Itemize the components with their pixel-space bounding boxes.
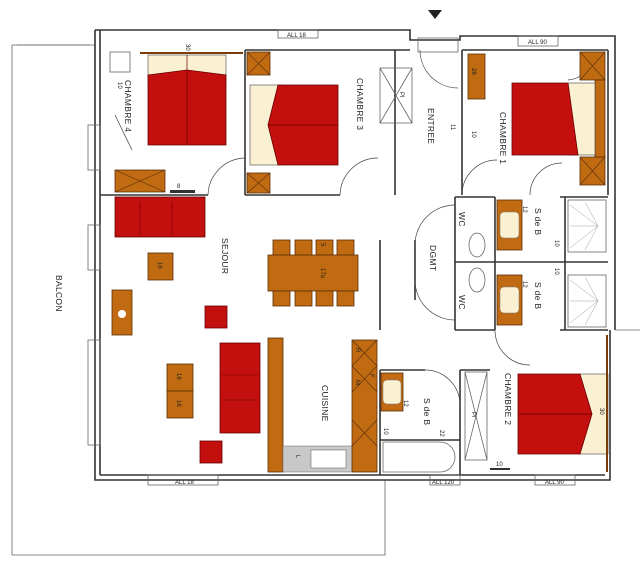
shower [567,199,607,253]
sink [382,379,402,405]
room-label: S de B [533,282,543,309]
bathtub [382,441,456,473]
dimension-label: 12 [402,400,408,407]
dimension-label: 10 [470,131,476,138]
dining-set: 17a 5 [267,239,359,307]
kitchen-island [267,337,284,473]
balcony [11,44,386,556]
chair [294,239,313,256]
dimension-label: 10 [553,268,559,275]
pouf [204,305,228,329]
kitchen-column [351,339,378,473]
window-top-right [517,35,559,47]
dimension-label: 10 [382,428,388,435]
chair [272,290,291,307]
window-bottom-right [534,474,576,486]
chair [272,239,291,256]
room-chambre-3: CHAMBRE 3 Pl [246,51,413,194]
chair [336,290,355,307]
dimension-label: 8 [177,184,181,190]
room-label: S de B [422,398,432,425]
room-cuisine: CUISINE L R F M [267,337,378,473]
chair [315,290,334,307]
coffee-table [166,390,194,419]
room-label: BALCON [54,275,64,312]
appliance-label: M [354,380,360,385]
room-sdb-3: 12 10 S de B 22 [380,372,456,473]
dimension-label: 28 [470,68,476,75]
window-label: ALL 90 [528,40,547,46]
room-label: SEJOUR [220,238,230,274]
dimension-label: 5 [319,243,325,247]
dimension-label: 11 [449,124,455,131]
chair [294,290,313,307]
room-sejour: SEJOUR BALCON 16 17a 5 16 16 [54,196,359,464]
room-label: DGMT [428,245,438,271]
window-top-left [277,29,319,39]
window-label: ALL 18 [287,33,306,39]
tv-icon [118,310,126,318]
dimension-label: 17a [319,268,325,279]
appliance-label: R [354,348,360,353]
closet [464,371,488,461]
dimension-label: 16 [175,400,181,407]
chair [336,239,355,256]
room-chambre-1: 28 CHAMBRE 1 [467,51,606,186]
dimension-label: 10 [496,462,503,468]
dimension-label: 30 [598,408,604,415]
window-label: ALL 18 [175,480,194,486]
room-chambre-2: Pl CHAMBRE 2 30 10 [464,335,609,472]
shower [567,274,607,328]
window-bottom-sdb [429,474,461,486]
ottoman [147,252,174,281]
dimension-label: 10 [553,240,559,247]
coffee-table [166,363,194,392]
north-arrow-icon [428,10,442,19]
double-bed [511,82,579,156]
entrance-door-frame[interactable] [417,37,459,53]
room-label: CHAMBRE 3 [355,78,365,130]
room-label: CHAMBRE 2 [503,373,513,425]
windows: ALL 18 ALL 90 ALL 18 ALL 120 ALL 90 [87,29,576,486]
room-label: WC [457,295,467,310]
room-label: WC [457,212,467,227]
room-label: CHAMBRE 1 [498,112,508,164]
appliance-label: L [294,455,300,459]
kitchen-sink [310,449,347,469]
room-wc-sdb: DGMT WC WC 12 12 S de B S de B 10 10 [428,199,607,328]
dimension-label: 30 [184,44,190,51]
wardrobe [467,53,486,100]
room-label: ENTREE [426,108,436,144]
room-entree: ENTREE 11 10 [417,37,476,144]
dimension-label: 12 [521,206,527,213]
dimension-label: 22 [438,430,444,437]
dimension-label: 12 [521,281,527,288]
door-swings [114,49,596,406]
toilet [468,267,486,293]
room-label: CUISINE [320,385,330,422]
dimension-label: 16 [175,373,181,380]
window-bottom-sejour [147,474,219,486]
interior-walls [100,49,609,475]
room-label: CHAMBRE 4 [123,80,133,132]
appliance-label: F [368,374,374,378]
closet-label: Pl [398,92,404,97]
window-label: ALL 90 [545,480,564,486]
dimension-label: 16 [156,262,162,269]
pouf [199,440,223,464]
dimension-label: 10 [116,82,122,89]
sofa [114,196,206,238]
closet-label: Pl [470,412,476,417]
sofa [219,342,261,434]
room-chambre-4: 30 10 CHAMBRE 4 8 [109,44,243,193]
toilet [468,232,486,258]
sink [499,286,520,314]
sink [499,211,520,239]
room-label: S de B [533,208,543,235]
dining-table [267,254,359,292]
closet [379,67,413,124]
window-label: ALL 120 [432,480,455,486]
